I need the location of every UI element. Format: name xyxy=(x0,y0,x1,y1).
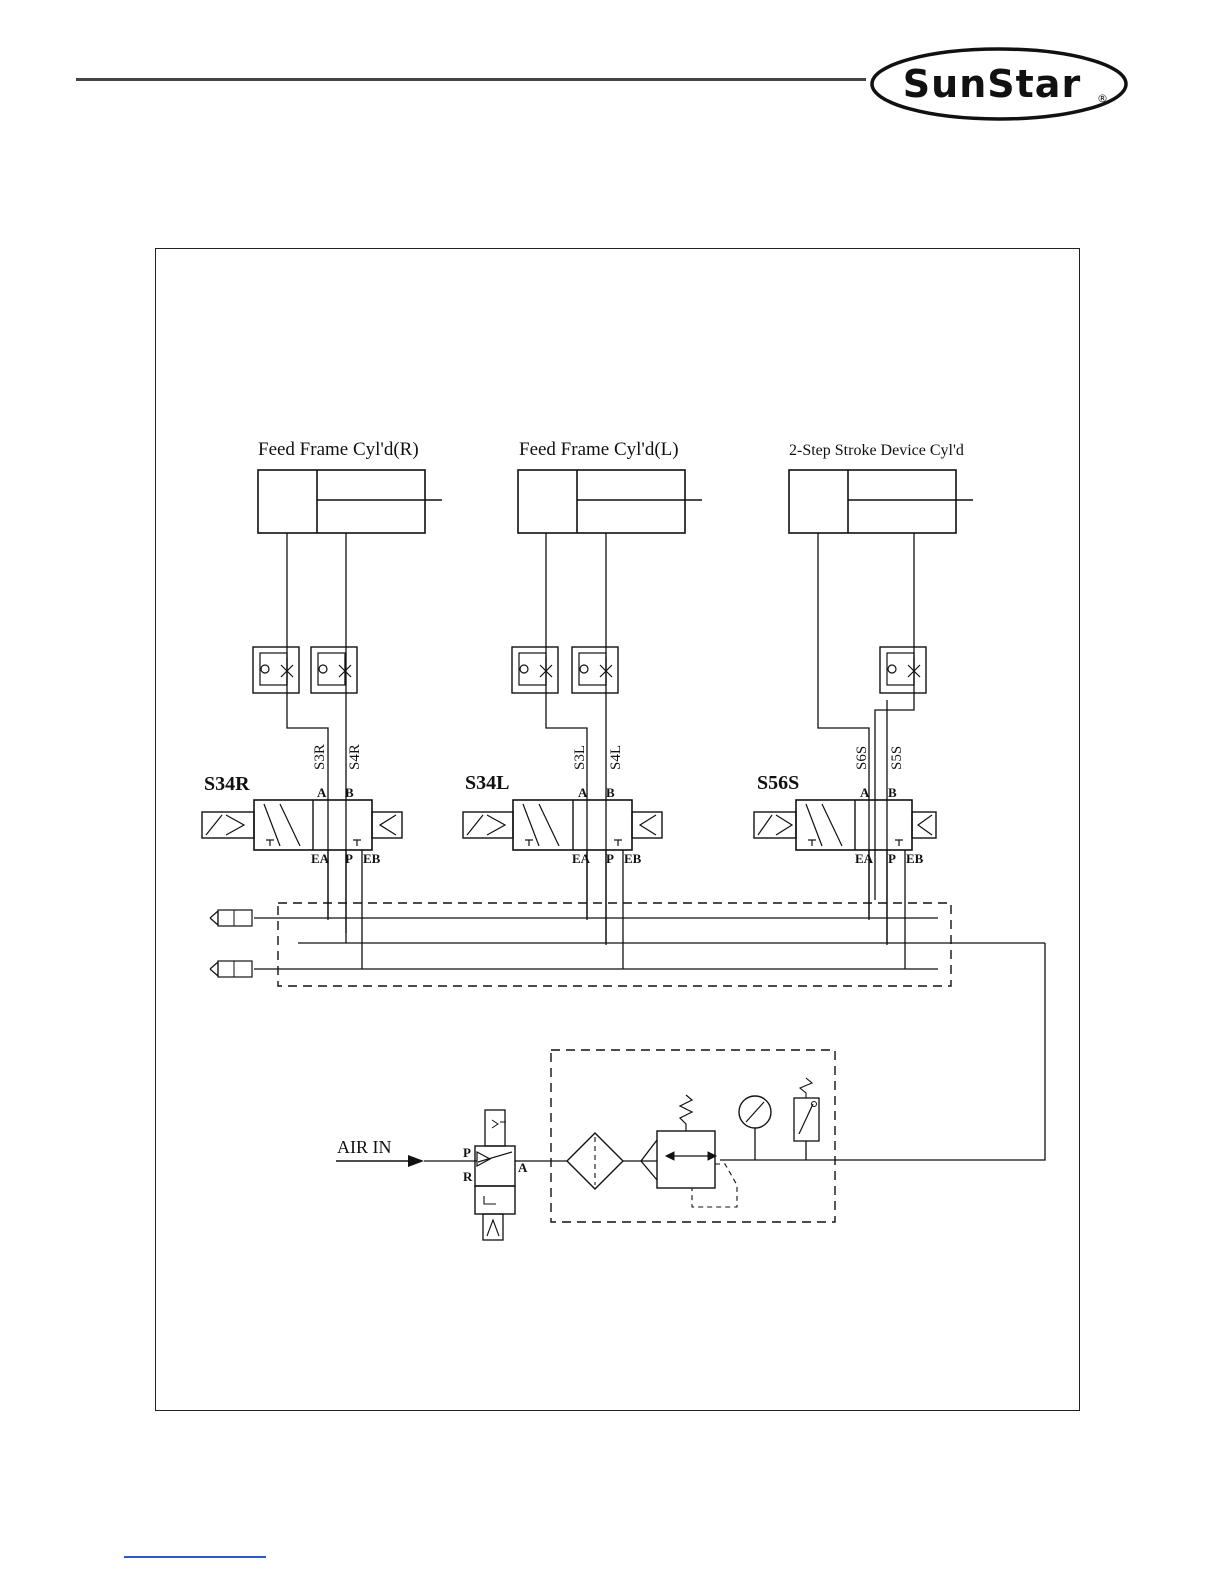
cylinder-2-step-stroke: 2-Step Stroke Device Cyl'd xyxy=(789,442,973,533)
port-p-s34l: P xyxy=(606,851,614,866)
valve-s34r: S34R A B EA P EB xyxy=(202,773,402,866)
manifold xyxy=(254,850,1045,1160)
valve-label-s56s: S56S xyxy=(757,772,799,794)
flow-control-s3l xyxy=(512,647,558,693)
cylinder-title-2-step-stroke: 2-Step Stroke Device Cyl'd xyxy=(789,442,964,459)
air-port-r: R xyxy=(463,1169,473,1184)
silencer-top xyxy=(210,910,252,926)
air-in-label: AIR IN xyxy=(337,1137,392,1157)
line-label-s3r: S3R xyxy=(312,744,328,770)
port-eb-s34l: EB xyxy=(624,851,642,866)
air-port-a: A xyxy=(518,1160,528,1175)
flow-control-s3r xyxy=(253,647,299,693)
port-p-s56s: P xyxy=(888,851,896,866)
valve-label-s34l: S34L xyxy=(465,772,509,794)
port-ea-s34r: EA xyxy=(311,851,330,866)
line-label-s6s: S6S xyxy=(854,746,870,770)
footer-rule xyxy=(124,1556,266,1558)
port-b-s34r: B xyxy=(345,785,354,800)
cylinder-feed-frame-left: Feed Frame Cyl'd(L) xyxy=(518,439,702,533)
flow-control-s4l xyxy=(572,647,618,693)
cylinder-feed-frame-right: Feed Frame Cyl'd(R) xyxy=(258,439,442,533)
port-ea-s34l: EA xyxy=(572,851,591,866)
port-b-s34l: B xyxy=(606,785,615,800)
cylinder-title-feed-frame-l: Feed Frame Cyl'd(L) xyxy=(519,439,679,460)
line-label-s5s: S5S xyxy=(889,746,905,770)
port-eb-s56s: EB xyxy=(906,851,924,866)
supply-lines xyxy=(287,533,914,945)
valve-s56s: S56S A B EA P EB xyxy=(754,772,936,866)
air-inlet-valve xyxy=(475,1110,520,1240)
port-a-s56s: A xyxy=(860,785,870,800)
valve-s34l: S34L A B EA P EB xyxy=(463,772,662,866)
port-eb-s34r: EB xyxy=(363,851,381,866)
silencer-bottom xyxy=(210,961,252,977)
line-label-s3l: S3L xyxy=(572,745,588,770)
port-b-s56s: B xyxy=(888,785,897,800)
cylinder-title-feed-frame-r: Feed Frame Cyl'd(R) xyxy=(258,439,419,460)
flow-control-s4r xyxy=(311,647,357,693)
port-ea-s56s: EA xyxy=(855,851,874,866)
flow-control-s5s xyxy=(880,647,926,693)
line-label-s4r: S4R xyxy=(347,744,363,770)
line-label-s4l: S4L xyxy=(608,745,624,770)
valve-label-s34r: S34R xyxy=(204,773,250,795)
port-a-s34l: A xyxy=(578,785,588,800)
frl-unit xyxy=(520,1050,835,1222)
port-a-s34r: A xyxy=(317,785,327,800)
air-port-p: P xyxy=(463,1145,471,1160)
